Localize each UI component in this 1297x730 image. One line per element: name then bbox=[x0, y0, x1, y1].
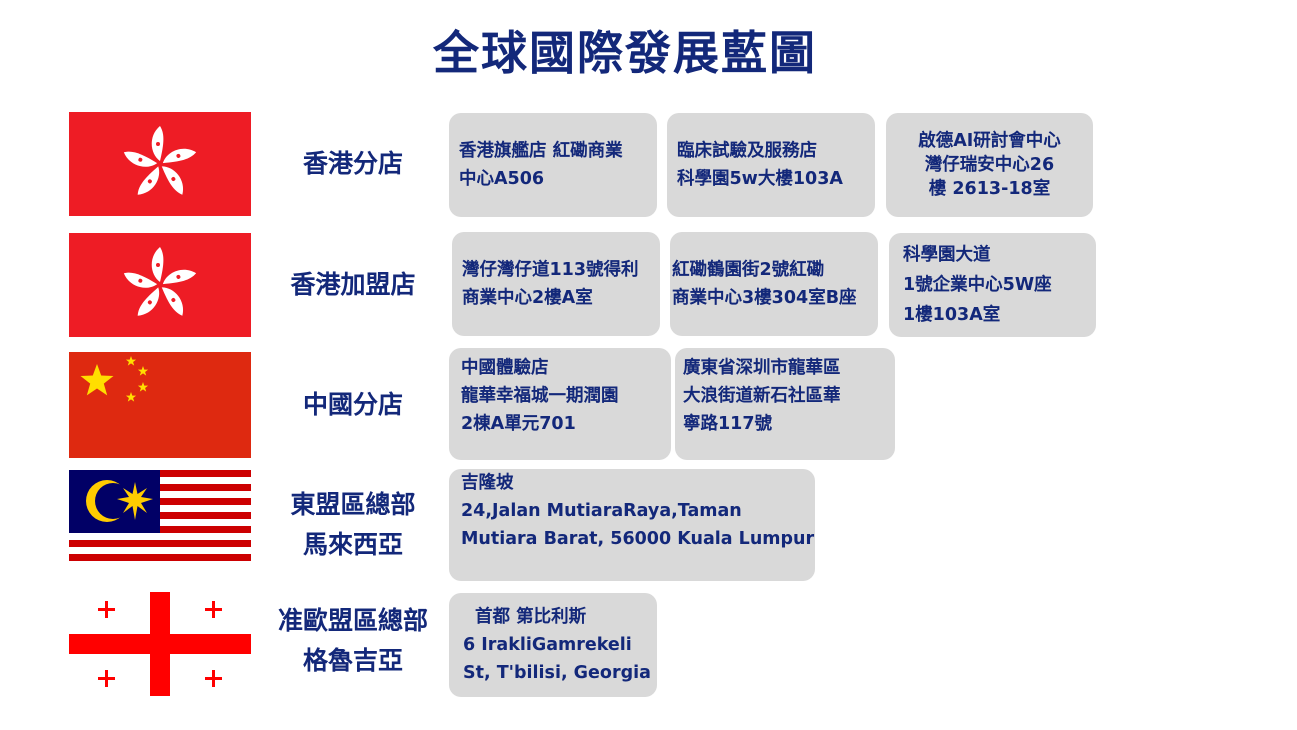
store-card: 啟德AI研討會中心 灣仔瑞安中心26 樓 2613-18室 bbox=[886, 113, 1093, 217]
store-card: 灣仔灣仔道113號得利 商業中心2樓A室 bbox=[452, 232, 660, 336]
store-card: 吉隆坡 24,Jalan MutiaraRaya,Taman Mutiara B… bbox=[449, 469, 815, 581]
region-label: 東盟區總部 馬來西亞 bbox=[290, 490, 416, 559]
region-label: 香港分店 bbox=[302, 149, 403, 178]
store-card: 廣東省深圳市龍華區 大浪街道新石社區華 寧路117號 bbox=[675, 348, 895, 460]
hong-kong-flag bbox=[69, 233, 251, 337]
malaysia-flag bbox=[69, 470, 251, 568]
hong-kong-flag bbox=[69, 112, 251, 216]
store-card: 中國體驗店 龍華幸福城一期潤園 2棟A單元701 bbox=[449, 348, 671, 460]
georgia-flag bbox=[69, 592, 251, 696]
china-flag bbox=[69, 352, 251, 458]
region-label: 香港加盟店 bbox=[290, 270, 416, 299]
region-label: 中國分店 bbox=[302, 390, 403, 419]
store-card: 香港旗艦店 紅磡商業 中心A506 bbox=[449, 113, 657, 217]
region-label: 准歐盟區總部 格魯吉亞 bbox=[277, 606, 428, 675]
store-card: 紅磡鶴園街2號紅磡 商業中心3樓304室B座 bbox=[670, 232, 878, 336]
page-title: 全球國際發展藍圖 bbox=[433, 26, 817, 80]
store-card: 科學園大道 1號企業中心5W座 1樓103A室 bbox=[889, 233, 1096, 337]
store-card: 首都 第比利斯 6 IrakliGamrekeli St, T'bilisi, … bbox=[449, 593, 657, 697]
store-card: 臨床試驗及服務店 科學園5w大樓103A bbox=[667, 113, 875, 217]
